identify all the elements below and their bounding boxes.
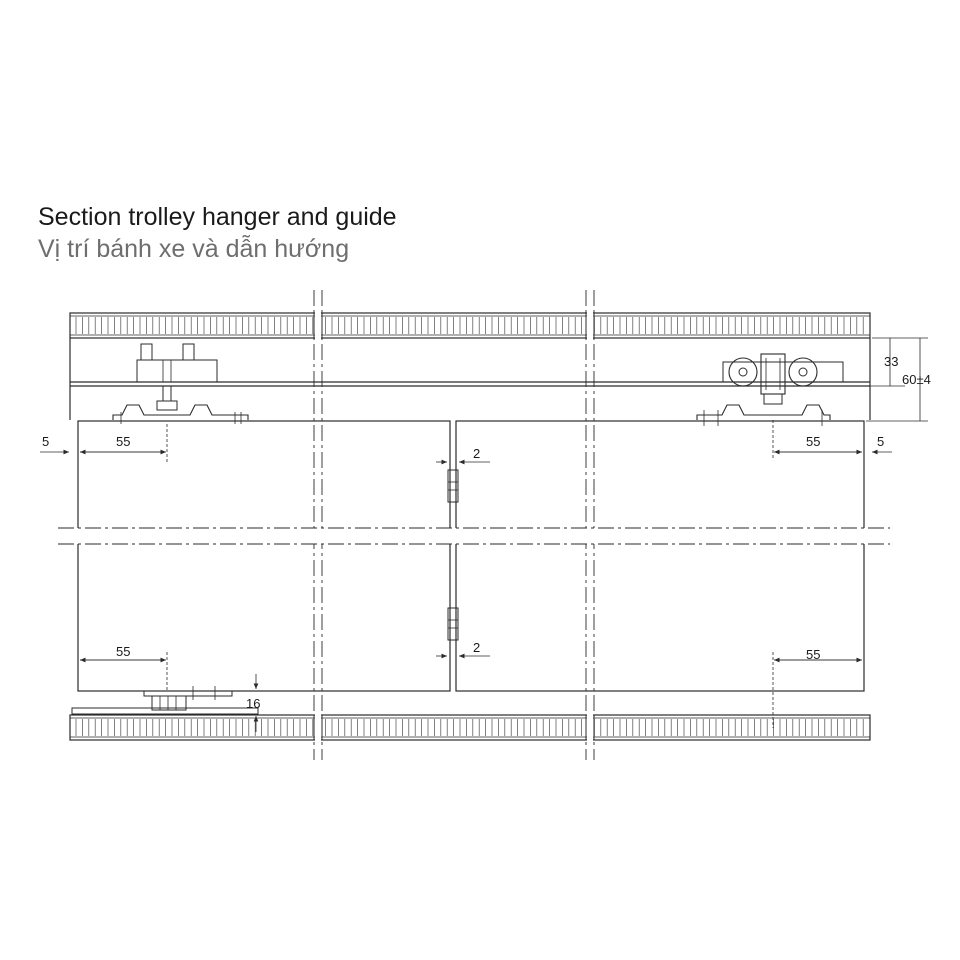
svg-text:33: 33 <box>884 354 898 369</box>
dim-track-heights: 33 60±4 <box>843 337 931 422</box>
diagram-subtitle: Vị trí bánh xe và dẫn hướng <box>38 235 350 263</box>
svg-text:2: 2 <box>473 640 480 655</box>
dim-top-right-offset: 55 <box>772 420 862 460</box>
svg-text:2: 2 <box>473 446 480 461</box>
top-ceiling-beam <box>69 312 871 339</box>
dim-top-left-offset: 55 <box>80 424 168 462</box>
diagram-title: Section trolley hanger and guide <box>38 203 397 231</box>
dim-guide-clearance: 16 <box>232 674 262 732</box>
dim-right-gap: 5 <box>872 434 892 455</box>
svg-text:55: 55 <box>116 644 130 659</box>
right-trolley-hanger <box>696 353 844 426</box>
dim-bottom-left-offset: 55 <box>80 644 168 690</box>
right-door-panel <box>455 420 865 692</box>
svg-text:60±4: 60±4 <box>902 372 931 387</box>
vertical-break-lines <box>313 290 595 760</box>
dim-bottom-right-offset: 55 <box>772 647 862 728</box>
svg-text:55: 55 <box>806 647 820 662</box>
left-trolley-hanger <box>112 343 249 424</box>
bottom-floor-beam <box>69 714 871 741</box>
top-track <box>69 338 871 420</box>
center-gasket-bottom <box>447 607 459 641</box>
svg-text:16: 16 <box>246 696 260 711</box>
left-door-panel <box>77 420 451 692</box>
dim-center-gap-top: 2 <box>436 446 490 465</box>
floor-guide <box>71 686 259 715</box>
dim-center-gap-bottom: 2 <box>436 640 490 659</box>
top-beam-hatching <box>75 317 864 334</box>
horizontal-break-lines <box>58 527 890 545</box>
svg-text:5: 5 <box>42 434 49 449</box>
svg-text:5: 5 <box>877 434 884 449</box>
svg-text:55: 55 <box>806 434 820 449</box>
dim-left-gap: 5 <box>40 424 79 460</box>
svg-text:55: 55 <box>116 434 130 449</box>
center-gasket-top <box>447 469 459 503</box>
bottom-beam-hatching <box>75 719 864 736</box>
